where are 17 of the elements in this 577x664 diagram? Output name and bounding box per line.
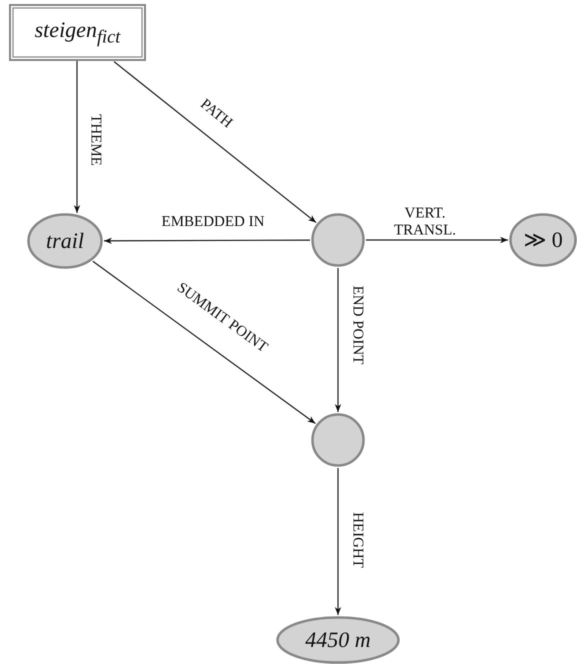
arrow: [74, 61, 80, 213]
empty-circle: [311, 213, 365, 267]
term-box: [9, 4, 146, 61]
concept-ellipse: [27, 213, 103, 269]
node-label: 4450 m: [305, 627, 371, 653]
arrow: [334, 268, 342, 412]
arrow: [104, 238, 310, 244]
node-label: trail: [46, 228, 84, 254]
arrow: [92, 260, 316, 424]
arrow: [366, 236, 508, 244]
value-ellipse: [509, 213, 577, 267]
empty-circle: [311, 413, 365, 467]
arrow: [334, 468, 342, 615]
node-label: ≫ 0: [523, 227, 563, 253]
arrow: [114, 61, 316, 224]
value-ellipse: [276, 616, 400, 664]
node-label: steigen$_{fict}$: [34, 17, 120, 48]
